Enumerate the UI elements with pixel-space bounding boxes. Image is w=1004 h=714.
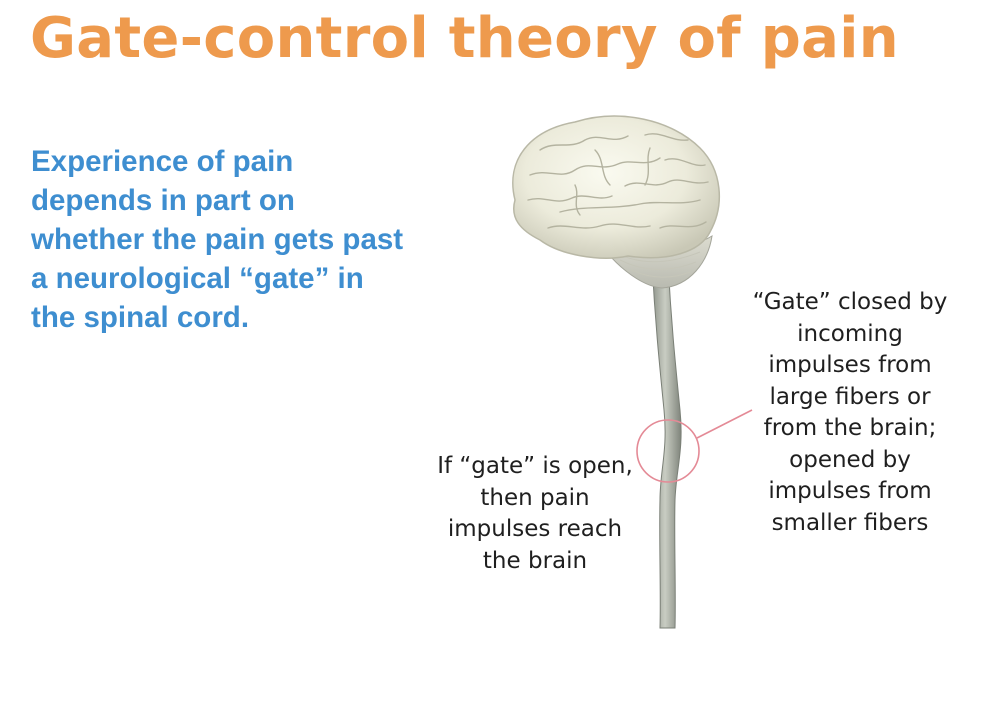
slide-title: Gate-control theory of pain (30, 6, 899, 71)
explanation-line: depends in part on (31, 184, 295, 217)
brain-folds (527, 133, 709, 229)
explanation-line: the spinal cord. (31, 301, 250, 334)
callout-line: If “gate” is open, (437, 453, 633, 479)
gate-closed-callout: “Gate” closed by incoming impulses from … (720, 287, 980, 539)
callout-line: the brain (482, 547, 588, 574)
gate-marker (636, 419, 700, 483)
gate-open-callout: If “gate” is open, then pain impulses re… (410, 451, 660, 577)
brain (512, 115, 721, 259)
callout-line: impulses from (768, 478, 932, 504)
explanation-line: a neurological “gate” in (31, 262, 364, 295)
explanation-line: Experience of pain (31, 145, 294, 178)
callout-line: impulses from (768, 352, 932, 378)
spinal-cord (651, 261, 682, 629)
callout-line: smaller fibers (771, 509, 929, 536)
callout-line: from the brain; (763, 415, 937, 441)
callout-line: “Gate” closed by (752, 289, 948, 315)
callout-line: large fibers or (769, 383, 931, 410)
callout-line: opened by (789, 446, 911, 473)
callout-line: impulses reach (447, 516, 623, 542)
gate-callout-line (696, 409, 753, 439)
callout-line: then pain (480, 484, 590, 511)
callout-line: incoming (797, 320, 903, 347)
explanation-line: whether the pain gets past (31, 223, 404, 256)
explanation-text: Experience of pain depends in part on wh… (31, 142, 486, 337)
